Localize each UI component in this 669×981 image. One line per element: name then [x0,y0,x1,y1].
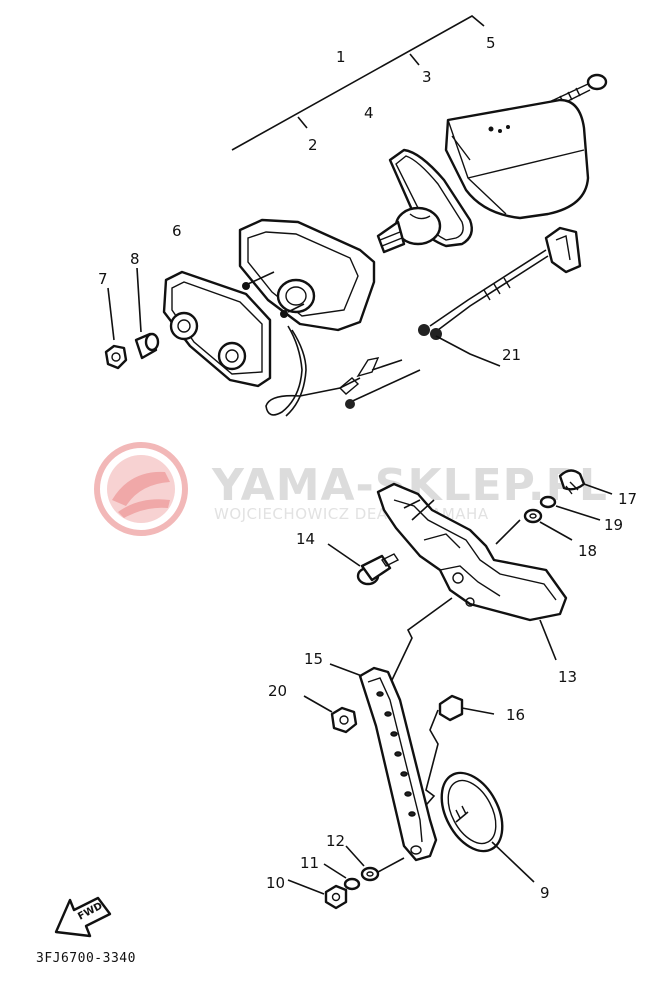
callout-15: 15 [304,650,323,668]
taillight-wire-harness [265,325,421,417]
callout-11: 11 [300,854,319,872]
assembly-bracket-line [231,15,485,151]
part-3-lens [444,98,590,220]
part-2-bulb [376,206,442,254]
part-18-washer [523,508,573,541]
callout-21: 21 [502,346,521,364]
part-15-license-plate-bracket [329,663,438,862]
assembly-leader-lines [391,597,453,813]
part-14-bolt [327,543,400,586]
part-21-wire-harness [418,226,582,367]
part-13-bracket [376,482,568,661]
part-6-mounting-plate [162,270,272,388]
taillight-base-housing [238,218,376,332]
callout-12: 12 [326,832,345,850]
callout-6: 6 [172,222,182,240]
callout-16: 16 [506,706,525,724]
callout-9: 9 [540,884,550,902]
part-19-washer [539,495,601,521]
callout-labels: 1 2 3 4 5 6 7 8 9 10 11 12 13 14 15 16 1… [98,34,637,902]
part-17-bolt [558,469,613,495]
callout-18: 18 [578,542,597,560]
forward-direction-arrow: FWD [54,896,112,938]
watermark-logo [94,442,188,536]
callout-17: 17 [618,490,637,508]
part-16-nut [438,694,495,722]
callout-13: 13 [558,668,577,686]
part-9-reflector [440,771,535,883]
part-11-spring-washer [323,863,361,891]
part-7-nut [104,287,128,370]
callout-14: 14 [296,530,315,548]
callout-2: 2 [308,136,318,154]
callout-7: 7 [98,270,108,288]
callout-19: 19 [604,516,623,534]
callout-10: 10 [266,874,285,892]
diagram-part-code: 3FJ6700-3340 [36,951,136,966]
callout-3: 3 [422,68,432,86]
callout-20: 20 [268,682,287,700]
callout-5: 5 [486,34,496,52]
part-10-nut [287,879,348,910]
callout-8: 8 [130,250,140,268]
part-20-nut [303,695,358,734]
callout-1: 1 [336,48,346,66]
callout-4: 4 [364,104,374,122]
part-8-collar [134,267,160,360]
part-12-washer [345,845,405,882]
